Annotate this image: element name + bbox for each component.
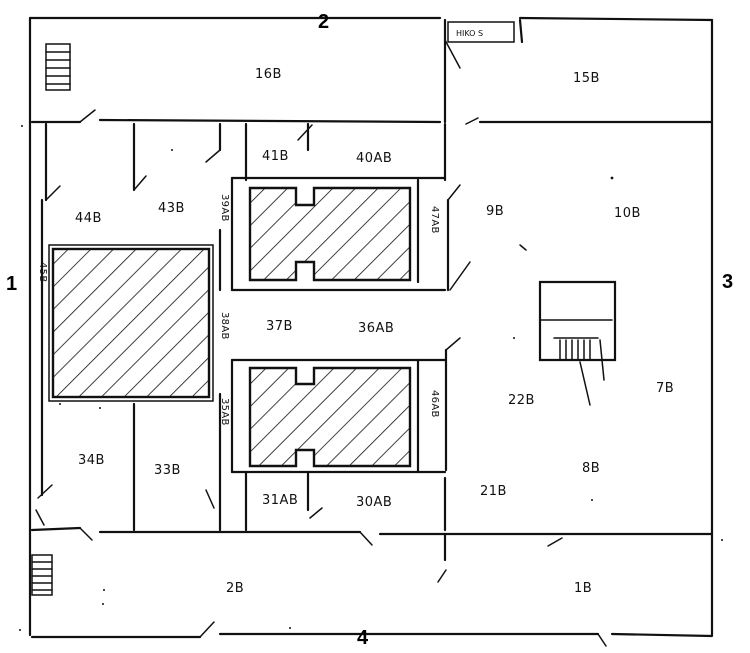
room-label-7b: 7B	[656, 381, 674, 396]
room-label-45b: 45B	[37, 262, 48, 283]
side-label-west: 1	[6, 273, 17, 295]
sign-box: HIKO S	[447, 21, 515, 43]
sign-label: HIKO S	[456, 29, 483, 38]
left-column-walls	[35, 122, 222, 532]
room-label-8b: 8B	[582, 461, 600, 476]
room-label-15b: 15B	[573, 71, 600, 86]
room-label-9b: 9B	[486, 204, 504, 219]
room-label-1b: 1B	[574, 581, 592, 596]
side-label-north: 2	[318, 11, 329, 33]
stray-marks	[19, 125, 723, 631]
room-label-44b: 44B	[75, 211, 102, 226]
room-label-33b: 33B	[154, 463, 181, 478]
hatched-core-lower	[248, 366, 412, 468]
room-label-41b: 41B	[262, 149, 289, 164]
side-label-east: 3	[722, 271, 733, 293]
room-label-36ab: 36AB	[358, 321, 394, 336]
stair-bottom-left	[31, 554, 53, 596]
room-label-43b: 43B	[158, 201, 185, 216]
room-label-46ab: 46AB	[429, 390, 440, 418]
hatched-block-left-frame	[48, 244, 214, 402]
core-walls	[230, 122, 471, 532]
room-label-39ab: 39AB	[219, 194, 230, 222]
top-rooms-walls	[30, 18, 714, 125]
room-label-21b: 21B	[480, 484, 507, 499]
room-label-22b: 22B	[508, 393, 535, 408]
side-label-south: 4	[357, 627, 369, 649]
room-label-34b: 34B	[78, 453, 105, 468]
room-label-16b: 16B	[255, 67, 282, 82]
south-corridor-walls	[30, 526, 714, 647]
room-label-35ab: 35AB	[219, 398, 230, 426]
stair-top-left	[45, 43, 71, 91]
hatched-core-upper	[248, 186, 412, 282]
room-label-47ab: 47AB	[429, 206, 440, 234]
room-label-40ab: 40AB	[356, 151, 392, 166]
room-label-10b: 10B	[614, 206, 641, 221]
east-feature	[519, 244, 617, 406]
room-label-31ab: 31AB	[262, 493, 298, 508]
room-label-38ab: 38AB	[219, 312, 230, 340]
room-label-37b: 37B	[266, 319, 293, 334]
hatched-block-left	[51, 247, 211, 399]
room-label-30ab: 30AB	[356, 495, 392, 510]
room-label-2b: 2B	[226, 581, 244, 596]
